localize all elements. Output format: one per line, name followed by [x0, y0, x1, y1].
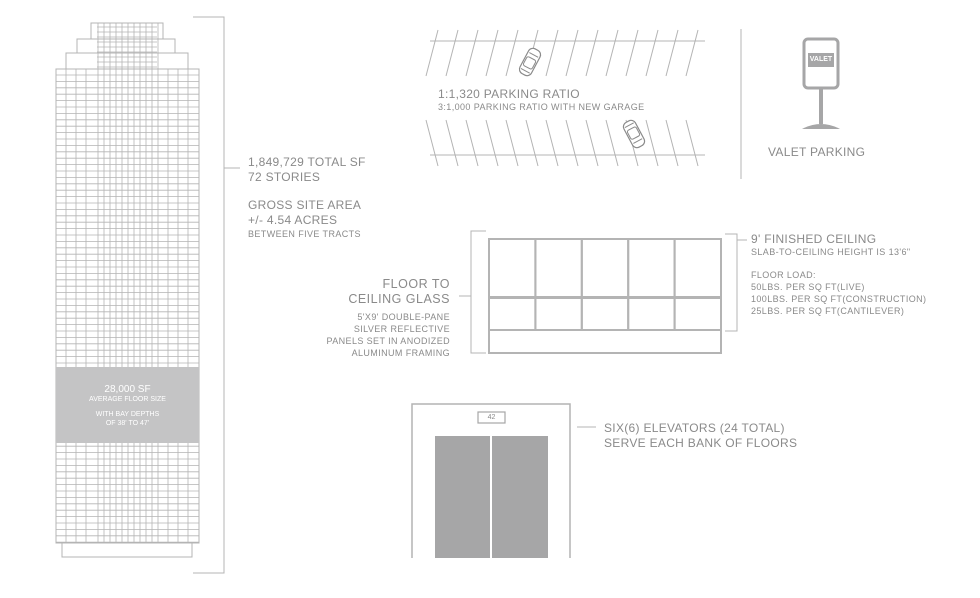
stories: 72 STORIES — [248, 170, 321, 184]
ceiling-title: 9' FINISHED CEILING — [751, 232, 877, 246]
glass-desc-line4: ALUMINUM FRAMING — [351, 348, 450, 358]
parking-stall-line — [545, 119, 559, 167]
elevator-floor-indicator: 42 — [487, 414, 496, 421]
parking-stall-line — [425, 119, 439, 167]
parking-stall-line — [645, 119, 659, 167]
glass-panel — [580, 238, 630, 298]
floor-size-label: AVERAGE FLOOR SIZE — [89, 396, 166, 403]
floor-load-title: FLOOR LOAD: — [751, 270, 816, 280]
parking-stall-line — [565, 119, 579, 167]
parking-ratio: 1:1,320 PARKING RATIO — [438, 87, 580, 101]
parking-stall-line — [565, 29, 579, 77]
parking-stall-line — [445, 29, 459, 77]
parking-stall-line — [465, 29, 479, 77]
parking-stall-line — [445, 119, 459, 167]
bay-depth-line2: OF 38' TO 47' — [105, 420, 150, 427]
glass-bracket-left — [459, 230, 486, 354]
parking-stall-line — [585, 119, 599, 167]
parking-stall-line — [605, 29, 619, 77]
parking-stall-line — [545, 29, 559, 77]
glass-panel — [673, 297, 722, 331]
parking-stall-line — [585, 29, 599, 77]
parking-stall-line — [465, 119, 479, 167]
parking-stall-line — [485, 29, 499, 77]
glass-title-line1: FLOOR TO — [382, 277, 450, 291]
car-icon — [518, 47, 542, 77]
parking-stall-line — [665, 119, 679, 167]
elevators-line2: SERVE EACH BANK OF FLOORS — [604, 436, 798, 450]
parking-stall-line — [685, 29, 699, 77]
glass-panel-diagram — [488, 238, 722, 354]
parking-stall-line — [505, 119, 519, 167]
parking-stall-line — [525, 119, 539, 167]
glass-desc-line3: PANELS SET IN ANODIZED — [326, 336, 450, 346]
parking-diagram — [425, 29, 705, 167]
parking-stall-line — [625, 29, 639, 77]
valet-sign-icon — [802, 37, 840, 129]
bay-depth-line1: WITH BAY DEPTHS — [95, 411, 160, 418]
valet-parking-label: VALET PARKING — [768, 145, 866, 159]
car-icon — [622, 119, 646, 149]
parking-stall-line — [685, 119, 699, 167]
glass-panel — [488, 238, 537, 298]
glass-desc-line2: SILVER REFLECTIVE — [353, 324, 450, 334]
glass-panel — [627, 238, 676, 298]
valet-sign-text: VALET — [809, 56, 833, 63]
total-sf: 1,849,729 TOTAL SF — [248, 155, 366, 169]
glass-panel — [488, 297, 537, 331]
parking-stall-line — [505, 29, 519, 77]
glass-panel — [673, 238, 722, 298]
floor-size-band — [56, 367, 199, 443]
glass-panel — [534, 238, 583, 298]
site-area-title: GROSS SITE AREA — [248, 198, 362, 212]
site-area-value: +/- 4.54 ACRES — [248, 213, 338, 227]
parking-stall-line — [605, 119, 619, 167]
parking-stall-line — [425, 29, 439, 77]
tower-floor-lines — [56, 23, 199, 543]
glass-panel — [627, 297, 676, 331]
floor-load-live: 50LBS. PER SQ FT(LIVE) — [751, 282, 865, 292]
site-area-note: BETWEEN FIVE TRACTS — [248, 229, 361, 239]
elevator-diagram — [411, 403, 571, 558]
tower-illustration — [55, 22, 200, 558]
glass-desc-line1: 5'X9' DOUBLE-PANE — [357, 312, 450, 322]
glass-title-line2: CEILING GLASS — [348, 292, 450, 306]
ceiling-bracket-right — [725, 233, 747, 332]
ceiling-subtitle: SLAB-TO-CEILING HEIGHT IS 13'6" — [751, 247, 911, 257]
parking-ratio-new: 3:1,000 PARKING RATIO WITH NEW GARAGE — [438, 102, 645, 112]
floor-load-cantilever: 25LBS. PER SQ FT(CANTILEVER) — [751, 306, 905, 316]
glass-panel — [580, 297, 630, 331]
glass-panel — [534, 297, 583, 331]
parking-stall-line — [645, 29, 659, 77]
elevators-line1: SIX(6) ELEVATORS (24 TOTAL) — [604, 421, 785, 435]
tower-bracket — [193, 16, 225, 574]
parking-stall-line — [665, 29, 679, 77]
parking-stall-line — [485, 119, 499, 167]
floor-size: 28,000 SF — [104, 384, 151, 395]
floor-load-construction: 100LBS. PER SQ FT(CONSTRUCTION) — [751, 294, 927, 304]
